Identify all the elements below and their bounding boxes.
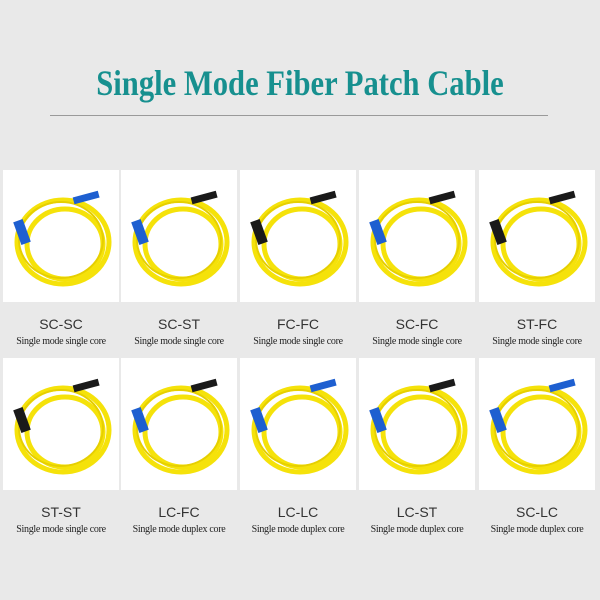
cable-image — [479, 170, 595, 302]
connector-b-icon — [548, 190, 576, 205]
cable-coil — [494, 201, 580, 279]
cable-coil — [380, 394, 462, 470]
connector-b-icon — [428, 190, 456, 205]
connector-b-icon — [309, 190, 337, 205]
product-description: Single mode duplex core — [490, 524, 584, 535]
cable-coil — [132, 197, 230, 287]
product-card[interactable]: SC-SC Single mode single core — [3, 170, 119, 347]
connector-a-icon — [369, 219, 387, 245]
connector-a-icon — [369, 407, 387, 433]
product-name: LC-ST — [396, 504, 438, 520]
connector-a-icon — [250, 219, 268, 245]
connector-b-icon — [190, 190, 218, 205]
connector-a-icon — [489, 219, 507, 245]
cable-coil — [490, 385, 588, 475]
cable-coil — [370, 197, 468, 287]
connector-b-icon — [72, 378, 100, 393]
product-card[interactable]: SC-LC Single mode duplex core — [479, 358, 595, 535]
product-card[interactable]: ST-FC Single mode single core — [479, 170, 595, 347]
cable-coil — [142, 206, 224, 282]
cable-coil — [255, 201, 341, 279]
cable-image — [240, 170, 356, 302]
cable-image — [3, 170, 119, 302]
product-description: Single mode duplex core — [132, 524, 226, 535]
page-title: Single Mode Fiber Patch Cable — [96, 63, 504, 103]
cable-image — [121, 358, 237, 490]
connector-b-icon — [548, 378, 576, 393]
cable-coil — [142, 394, 224, 470]
product-name: SC-ST — [158, 316, 200, 332]
cable-image — [359, 170, 475, 302]
cable-coil — [374, 389, 460, 467]
product-card[interactable]: LC-LC Single mode duplex core — [240, 358, 356, 535]
cable-coil — [500, 394, 582, 470]
product-description: Single mode duplex core — [251, 524, 345, 535]
product-card[interactable]: FC-FC Single mode single core — [240, 170, 356, 347]
cable-coil — [251, 385, 349, 475]
cable-coil — [136, 201, 222, 279]
cable-coil — [490, 197, 588, 287]
cable-coil — [255, 389, 341, 467]
cable-coil — [251, 197, 349, 287]
cable-coil — [380, 206, 462, 282]
cable-coil — [261, 206, 343, 282]
title-divider — [50, 115, 548, 116]
product-description: Single mode single core — [16, 524, 106, 535]
cable-coil — [500, 206, 582, 282]
connector-b-icon — [72, 190, 100, 205]
cable-coil — [14, 385, 112, 475]
cable-coil — [18, 389, 104, 467]
product-description: Single mode single core — [253, 336, 343, 347]
connector-a-icon — [489, 407, 507, 433]
cable-image — [121, 170, 237, 302]
connector-a-icon — [131, 219, 149, 245]
cable-image — [240, 358, 356, 490]
cable-coil — [18, 201, 104, 279]
cable-coil — [370, 385, 468, 475]
cable-image — [359, 358, 475, 490]
connector-b-icon — [190, 378, 218, 393]
product-card[interactable]: SC-ST Single mode single core — [121, 170, 237, 347]
cable-coil — [14, 197, 112, 287]
product-description: Single mode single core — [372, 336, 462, 347]
connector-a-icon — [131, 407, 149, 433]
product-name: SC-SC — [39, 316, 83, 332]
product-description: Single mode single core — [16, 336, 106, 347]
cable-coil — [132, 385, 230, 475]
product-card[interactable]: LC-ST Single mode duplex core — [359, 358, 475, 535]
product-card[interactable]: SC-FC Single mode single core — [359, 170, 475, 347]
product-name: LC-LC — [277, 504, 319, 520]
cable-coil — [494, 389, 580, 467]
product-card[interactable]: ST-ST Single mode single core — [3, 358, 119, 535]
cable-coil — [261, 394, 343, 470]
product-description: Single mode single core — [492, 336, 582, 347]
cable-coil — [374, 201, 460, 279]
cable-image — [479, 358, 595, 490]
product-card[interactable]: LC-FC Single mode duplex core — [121, 358, 237, 535]
product-description: Single mode single core — [134, 336, 224, 347]
cable-coil — [136, 389, 222, 467]
product-name: SC-FC — [395, 316, 439, 332]
cable-image — [3, 358, 119, 490]
product-name: FC-FC — [277, 316, 319, 332]
connector-b-icon — [428, 378, 456, 393]
cable-coil — [24, 394, 106, 470]
connector-a-icon — [250, 407, 268, 433]
product-name: ST-ST — [41, 504, 81, 520]
product-description: Single mode duplex core — [370, 524, 464, 535]
cable-coil — [24, 206, 106, 282]
connector-a-icon — [13, 407, 31, 433]
product-name: SC-LC — [515, 504, 558, 520]
connector-a-icon — [13, 219, 31, 245]
product-name: LC-FC — [158, 504, 200, 520]
product-name: ST-FC — [516, 316, 558, 332]
connector-b-icon — [309, 378, 337, 393]
